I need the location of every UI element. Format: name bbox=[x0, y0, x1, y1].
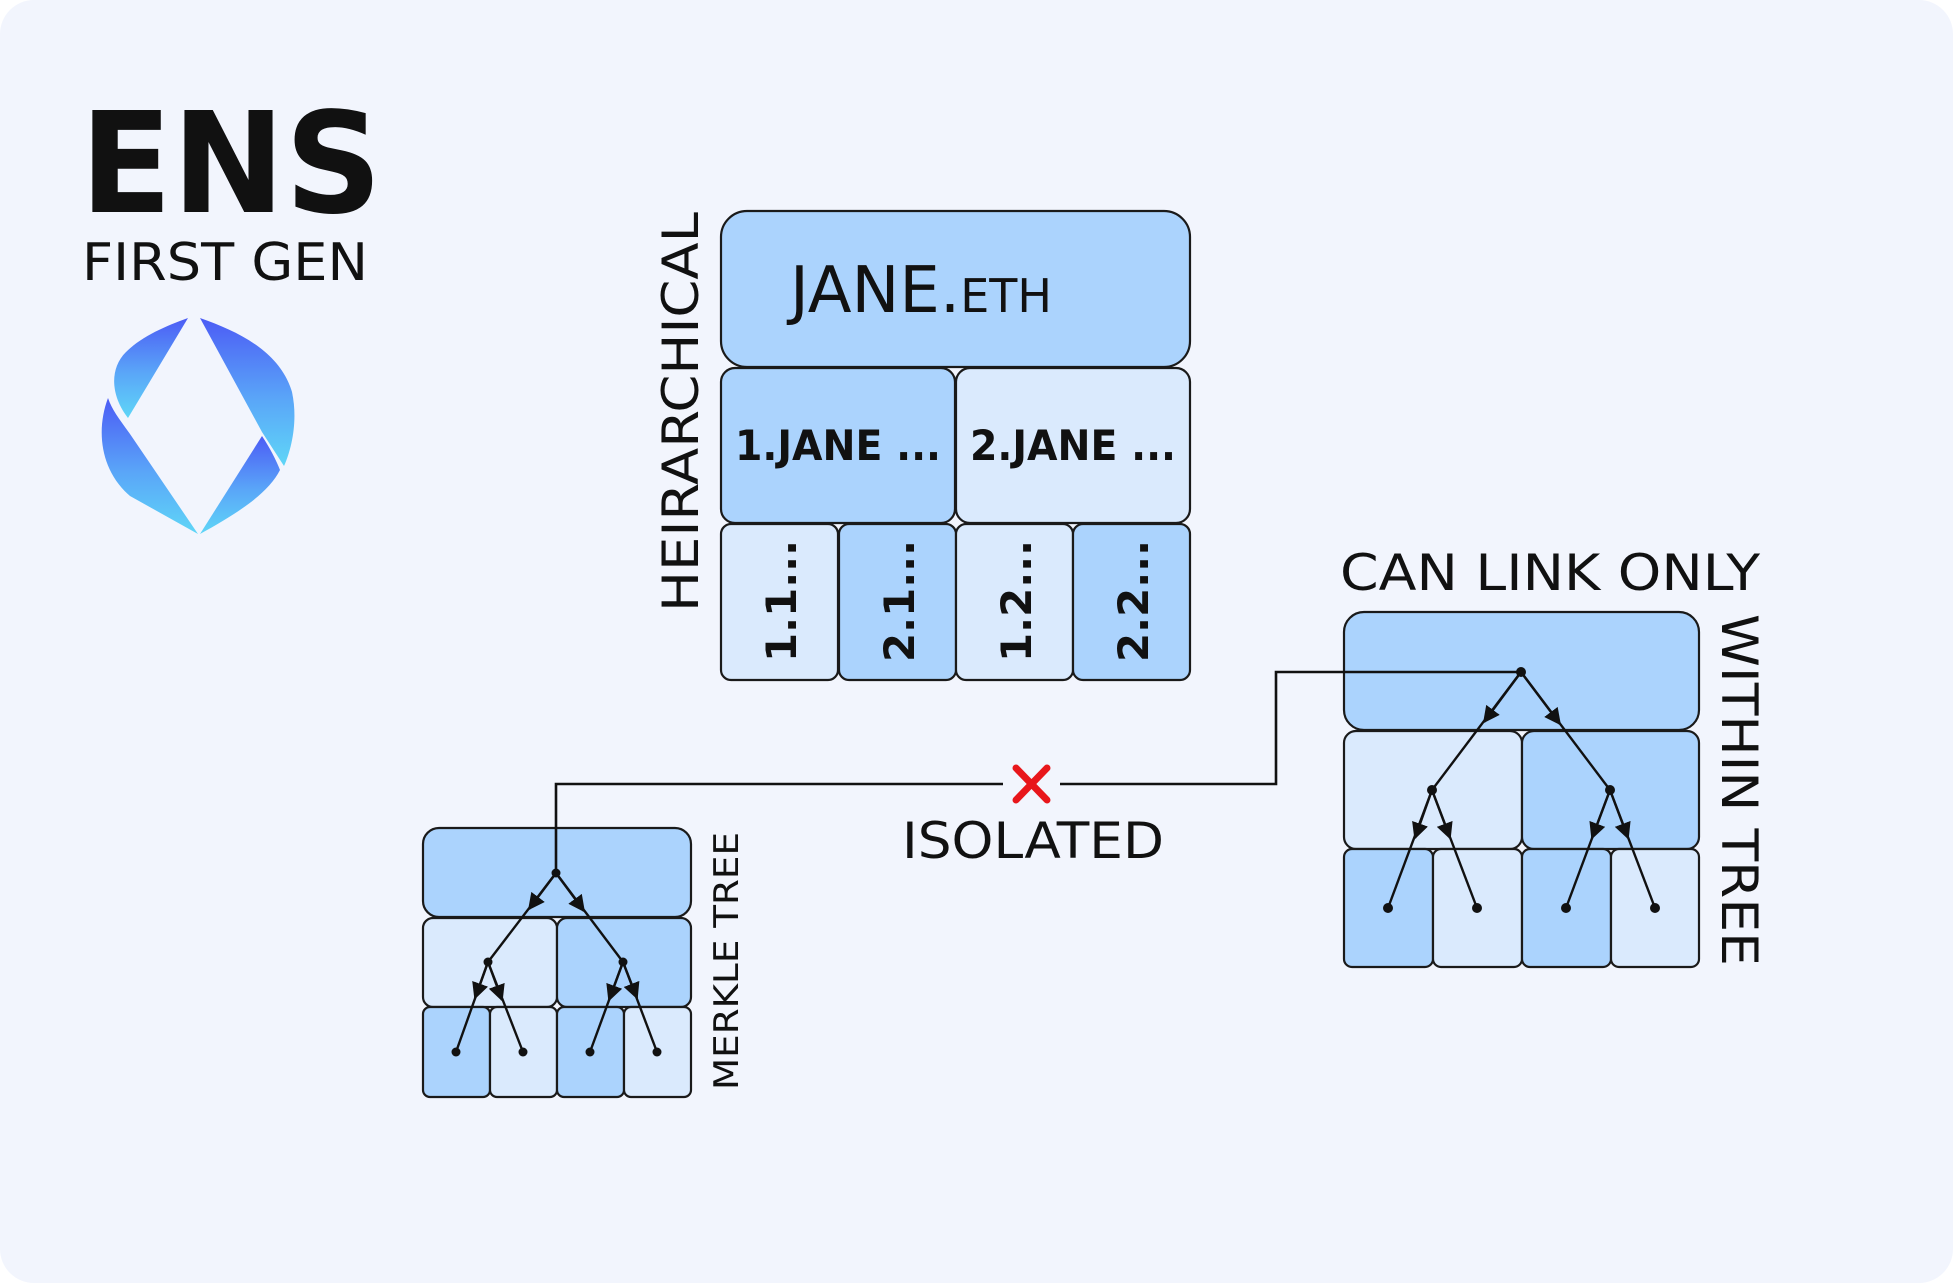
level3-label: 1.1... bbox=[757, 540, 806, 662]
level2-label: 2.JANE ... bbox=[970, 421, 1176, 470]
can-link-only-label: CAN LINK ONLY bbox=[1340, 544, 1760, 602]
root-node-suffix: ETH bbox=[960, 269, 1052, 323]
isolated-label: ISOLATED bbox=[902, 812, 1164, 870]
level3-label: 2.1... bbox=[875, 540, 924, 662]
level3-label: 2.2... bbox=[1109, 540, 1158, 662]
logo-wordmark: ENS bbox=[80, 83, 382, 246]
tree-nodes bbox=[451, 868, 662, 1057]
logo-subtitle: FIRST GEN bbox=[82, 233, 368, 293]
level3-label: 1.2... bbox=[992, 540, 1041, 662]
root-node-label: JANE.ETH bbox=[786, 254, 1052, 328]
level2-label: 1.JANE ... bbox=[735, 421, 941, 470]
connection-wire bbox=[1060, 670, 1521, 786]
tree-edges bbox=[1386, 671, 1657, 909]
level3-node bbox=[1071, 522, 1192, 682]
within-tree-label: WITHIN TREE bbox=[1710, 614, 1768, 966]
ens-diamond-logo-icon bbox=[101, 318, 295, 534]
tree-edges bbox=[454, 872, 659, 1053]
connection-wire bbox=[554, 782, 1003, 873]
red-x-icon bbox=[1012, 764, 1051, 804]
tree-nodes bbox=[1383, 667, 1660, 913]
ens-logo: ENS FIRST GEN bbox=[80, 83, 382, 534]
right-tree: CAN LINK ONLY WITHIN TREE bbox=[1340, 544, 1768, 969]
hierarchy-stack: HEIRARCHICAL JANE.ETH 1.JANE ... 2.JANE … bbox=[652, 209, 1192, 682]
root-node bbox=[719, 209, 1192, 369]
level2-node bbox=[954, 366, 1192, 525]
merkle-tree-label: MERKLE TREE bbox=[707, 832, 747, 1090]
hierarchical-side-label: HEIRARCHICAL bbox=[652, 212, 710, 612]
isolated-connection: ISOLATED bbox=[554, 670, 1521, 873]
